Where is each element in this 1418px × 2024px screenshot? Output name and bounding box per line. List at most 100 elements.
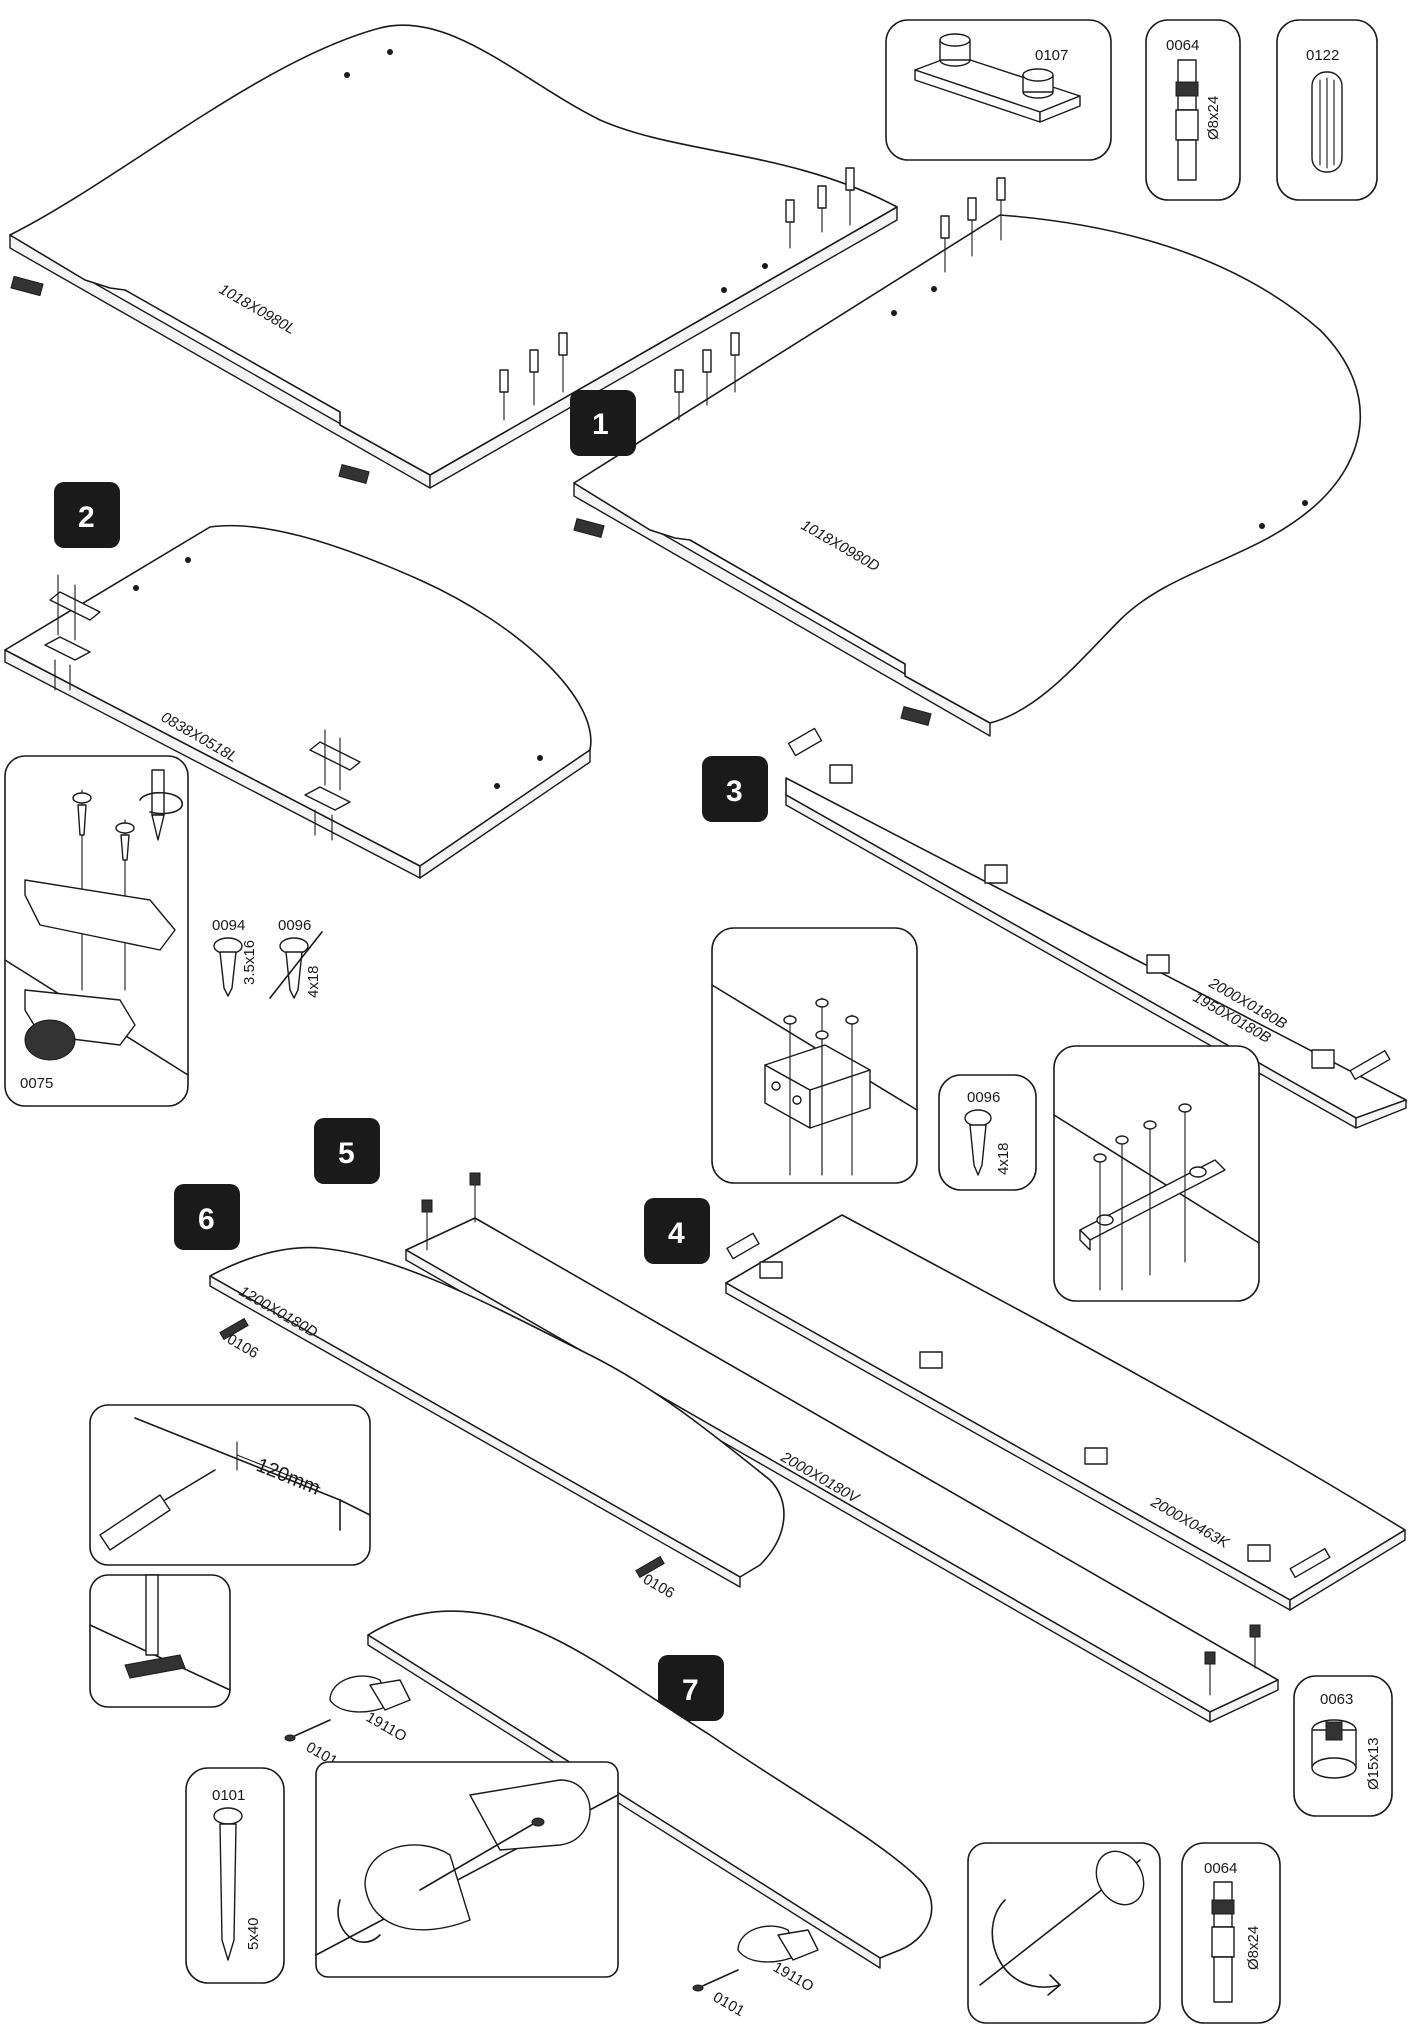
- bracket-icon: [787, 727, 853, 784]
- part-code-0106-b: 0106: [640, 1571, 677, 1602]
- part-code-0064: 0064: [1166, 37, 1199, 54]
- cam-lock-icon: [1095, 1850, 1145, 1906]
- dowel-icon: [817, 185, 827, 233]
- step-number: 6: [198, 1203, 215, 1236]
- part-code-0096: 0096: [278, 917, 311, 934]
- rotate-arrow-icon: [337, 1899, 381, 1943]
- bracket-icon: [984, 864, 1008, 884]
- step-number: 4: [668, 1217, 685, 1250]
- part-size-0096: 4x18: [995, 1142, 1012, 1175]
- cam-lock-icon: [1204, 1651, 1216, 1696]
- hinge-pin-icon: [124, 1654, 186, 1679]
- part-code-0075: 0075: [20, 1075, 53, 1092]
- step-number: 2: [78, 501, 95, 534]
- step-number: 1: [592, 408, 609, 441]
- step-badge-1: 1: [570, 390, 636, 456]
- part-size-0096: 4x18: [305, 965, 322, 998]
- screw-icon: [815, 1029, 829, 1176]
- screw-icon: [531, 1817, 545, 1827]
- detail-box-pin: [89, 1574, 231, 1708]
- cam-lock-icon: [1249, 1624, 1261, 1669]
- screw-icon: [845, 1014, 859, 1176]
- panel-2000x0463k: 2000X0463K: [725, 1214, 1406, 1611]
- detail-box-connector: [315, 1761, 619, 1978]
- dowel-icon: [845, 167, 855, 226]
- part-code-0063: 0063: [1320, 1691, 1353, 1708]
- step-number: 5: [338, 1137, 355, 1170]
- detail-box-rotate: [967, 1842, 1161, 2024]
- bracket-icon: [1084, 1447, 1108, 1465]
- step-badge-2: 2: [54, 482, 120, 548]
- dowel-icon: [730, 332, 740, 393]
- part-code-0096: 0096: [967, 1089, 1000, 1106]
- part-box-0064-top: 0064 Ø8x24: [1145, 19, 1241, 201]
- dowel-icon: [967, 197, 977, 257]
- bracket-icon: [1311, 1049, 1391, 1081]
- part-size-0094: 3.5x16: [241, 940, 258, 985]
- dowel-icon: [996, 177, 1006, 241]
- screw-spec-0094: 0094 3.5x16: [212, 917, 258, 997]
- step-number: 3: [726, 775, 743, 808]
- top-panel-left: 1018X0980L: [9, 24, 898, 489]
- dowel-icon: [499, 369, 509, 421]
- screw-icon: [692, 1969, 739, 1992]
- part-box-0107: 0107: [885, 19, 1112, 161]
- step-badge-6: 6: [174, 1184, 240, 1250]
- step-badge-4: 4: [644, 1198, 710, 1264]
- screwdriver-icon: [99, 1469, 216, 1551]
- bracket-icon: [726, 1232, 783, 1279]
- dowel-group-right: [674, 177, 1006, 421]
- cam-fitting-icon: [10, 275, 44, 297]
- part-box-0122: 0122: [1276, 19, 1378, 201]
- rotate-arrow-icon: [139, 791, 183, 815]
- cross-out-mark: [269, 931, 323, 999]
- part-size-0064: Ø8x24: [1205, 96, 1222, 140]
- dowel-group-left: [499, 167, 855, 421]
- detail-box-120mm: 120mm: [89, 1404, 371, 1566]
- top-panel-right: 1018X0980D: [573, 214, 1362, 737]
- part-size-0063: Ø15x13: [1365, 1737, 1382, 1790]
- bracket-icon: [1247, 1544, 1331, 1579]
- screw-icon: [1143, 1120, 1157, 1276]
- screw-icon: [964, 1109, 992, 1127]
- dowel-icon: [674, 369, 684, 421]
- cam-lock-icon: [469, 1172, 481, 1223]
- screw-icon: [213, 1807, 243, 1825]
- screw-icon: [1093, 1153, 1107, 1291]
- screw-spec-0096-step3: 0096 4x18: [938, 1074, 1037, 1191]
- part-box-0063: 0063 Ø15x13: [1293, 1675, 1393, 1817]
- part-size-0064-bottom: Ø8x24: [1245, 1926, 1262, 1970]
- bracket-icon: [304, 729, 361, 841]
- dowel-icon: [940, 215, 950, 273]
- cam-lock-icon: [1325, 1721, 1343, 1741]
- part-box-0064-bottom: 0064 Ø8x24: [1181, 1842, 1281, 2024]
- step-badge-5: 5: [314, 1118, 380, 1184]
- hinge-pin-icon: [635, 1555, 665, 1579]
- connector-bracket-icon: [329, 1675, 411, 1713]
- detail-box-plate: [1053, 1045, 1260, 1302]
- step-badge-3: 3: [702, 756, 768, 822]
- step-number: 7: [682, 1674, 699, 1707]
- part-code-1911-b: 1911O: [770, 1959, 817, 1996]
- connector-bracket-icon: [737, 1925, 819, 1963]
- dowel-icon: [702, 349, 712, 406]
- screw-icon: [1115, 1135, 1129, 1291]
- screw-spec-0096-step2: 0096 4x18: [269, 917, 323, 999]
- cam-lock-icon: [24, 1019, 76, 1061]
- part-code-0107: 0107: [1035, 47, 1068, 64]
- dowel-icon: [529, 349, 539, 406]
- cam-fitting-icon: [900, 705, 932, 727]
- cam-fitting-icon: [573, 517, 605, 539]
- part-code-0101: 0101: [212, 1787, 245, 1804]
- bracket-icon: [24, 879, 176, 951]
- part-size-0101: 5x40: [245, 1917, 262, 1950]
- part-code-0064: 0064: [1204, 1860, 1237, 1877]
- part-code-1911-a: 1911O: [363, 1709, 410, 1746]
- part-code-0094: 0094: [212, 917, 245, 934]
- screw-icon: [284, 1719, 331, 1742]
- hinge-pin-icon: [219, 1317, 249, 1341]
- screw-icon: [1178, 1103, 1192, 1263]
- bracket-icon: [44, 574, 101, 691]
- part-code-0122: 0122: [1306, 47, 1339, 64]
